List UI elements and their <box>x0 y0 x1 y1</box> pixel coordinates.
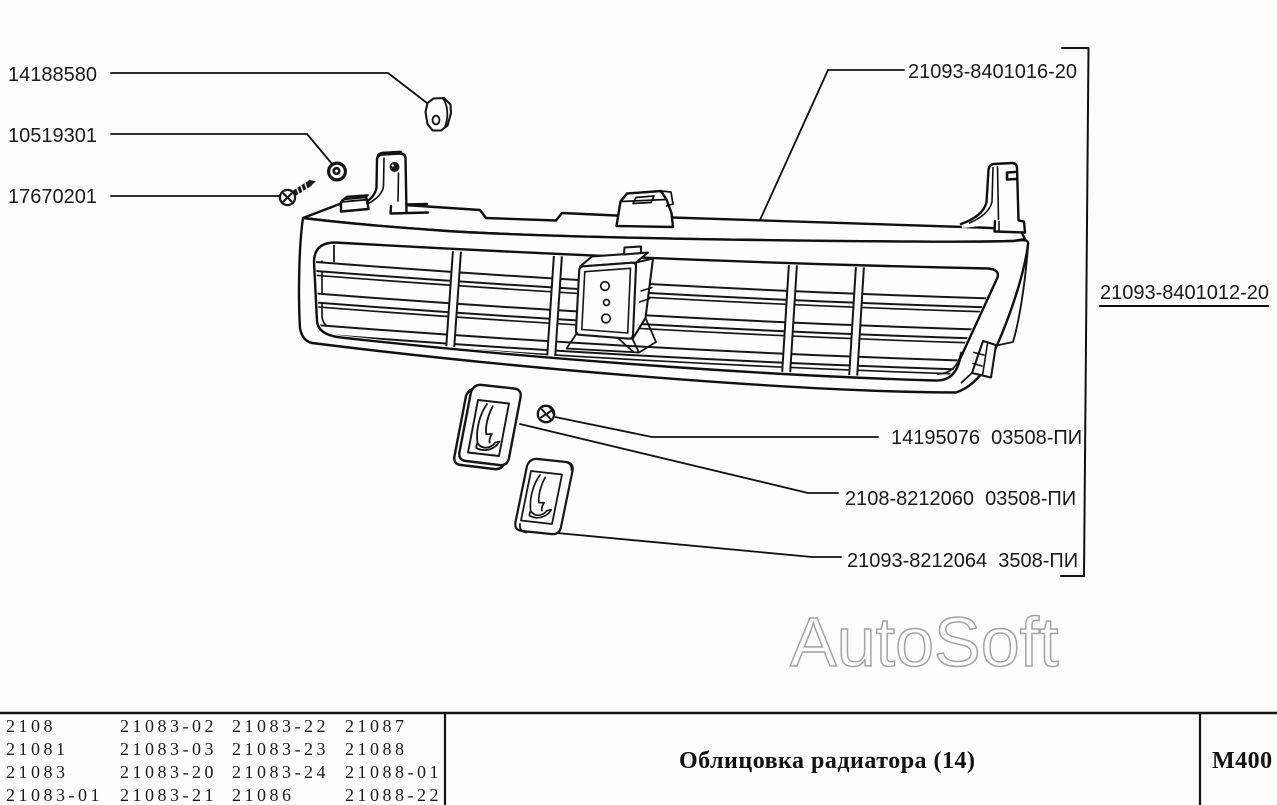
svg-text:Облицовка радиатора (14): Облицовка радиатора (14) <box>679 748 976 774</box>
svg-text:21083-02: 21083-02 <box>120 716 217 736</box>
svg-text:21083: 21083 <box>6 762 69 782</box>
svg-text:21083-03: 21083-03 <box>120 739 217 759</box>
svg-text:2108-8212060 03508-ПИ: 2108-8212060 03508-ПИ <box>845 488 1076 510</box>
svg-text:21083-20: 21083-20 <box>120 762 217 782</box>
svg-text:21086: 21086 <box>232 785 295 805</box>
svg-text:21088-01: 21088-01 <box>345 762 442 782</box>
svg-text:17670201: 17670201 <box>8 186 97 208</box>
svg-text:21083-24: 21083-24 <box>232 762 329 782</box>
svg-text:21093-8401016-20: 21093-8401016-20 <box>908 61 1077 83</box>
svg-text:AutoSoft: AutoSoft <box>790 603 1059 681</box>
svg-text:21088-22: 21088-22 <box>345 785 442 805</box>
svg-text:21088: 21088 <box>345 739 408 759</box>
svg-text:14188580: 14188580 <box>8 64 97 86</box>
svg-text:21081: 21081 <box>6 739 69 759</box>
svg-text:21093-8401012-20: 21093-8401012-20 <box>1100 282 1269 304</box>
svg-text:21083-23: 21083-23 <box>232 739 329 759</box>
svg-text:21093-8212064 3508-ПИ: 21093-8212064 3508-ПИ <box>847 550 1078 572</box>
svg-text:21083-21: 21083-21 <box>120 785 217 805</box>
svg-text:21087: 21087 <box>345 716 408 736</box>
svg-text:14195076 03508-ПИ: 14195076 03508-ПИ <box>891 427 1082 449</box>
svg-text:21083-22: 21083-22 <box>232 716 329 736</box>
svg-text:М400: М400 <box>1212 748 1273 774</box>
svg-text:21083-01: 21083-01 <box>6 785 103 805</box>
svg-text:2108: 2108 <box>6 716 56 736</box>
svg-text:10519301: 10519301 <box>8 125 97 147</box>
